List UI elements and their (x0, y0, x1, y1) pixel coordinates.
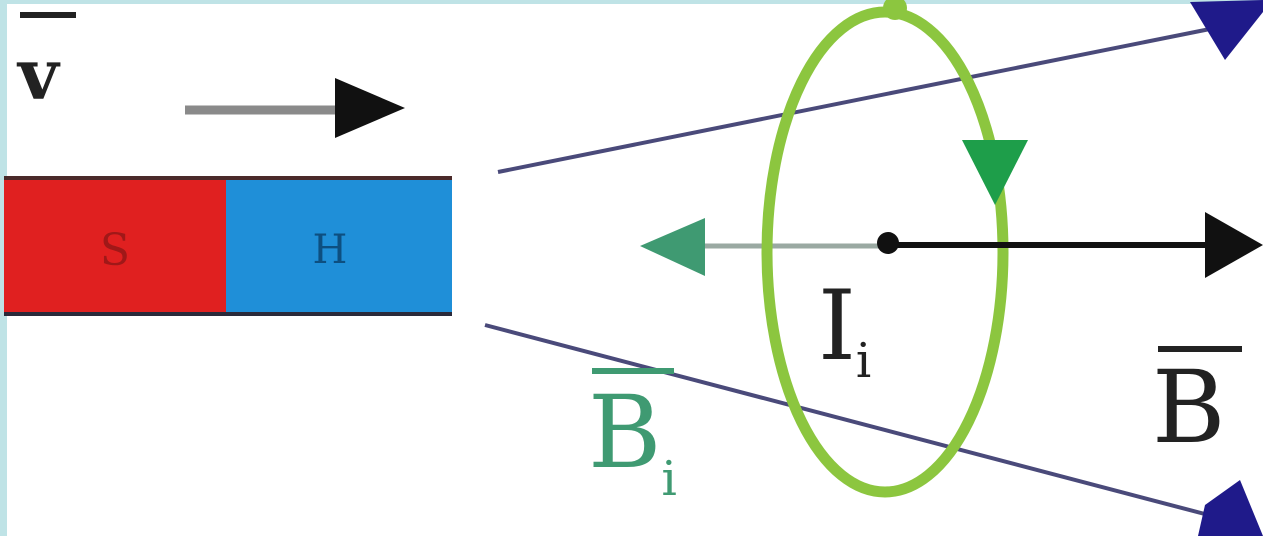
lower-field-line (484, 323, 1221, 520)
frame-left-edge (0, 0, 7, 536)
induced-current-sub: i (855, 333, 872, 389)
magnet-south-pole (4, 176, 226, 316)
upper-field-line (497, 26, 1216, 174)
magnet-north-pole (226, 176, 452, 316)
induced-current-loop (761, 0, 1028, 498)
field-arrow (877, 212, 1263, 278)
bar-magnet: S H (4, 176, 452, 316)
induced-field-main: B (588, 374, 662, 491)
frame-top-edge (0, 0, 1263, 4)
field-overbar (1158, 346, 1242, 352)
induced-field-arrow (640, 218, 880, 276)
induced-field-sub: i (661, 451, 677, 507)
induced-current-main: I (818, 270, 856, 382)
magnet-north-label: H (313, 227, 348, 273)
loop-top-dot (883, 0, 907, 20)
upper-field-arrowhead (1190, 0, 1263, 60)
velocity-arrow (185, 78, 405, 138)
velocity-label: v (18, 33, 59, 116)
magnet-south-label: S (100, 225, 130, 276)
field-lines (484, 0, 1263, 536)
induced-field-label: Bi (588, 383, 677, 504)
lower-field-arrowhead (1198, 480, 1263, 536)
induced-current-label: Ii (818, 278, 871, 385)
loop-direction-arrow (962, 140, 1028, 205)
velocity-overbar (20, 12, 76, 18)
induced-field-overbar (592, 368, 674, 374)
field-label: B (1152, 349, 1226, 466)
